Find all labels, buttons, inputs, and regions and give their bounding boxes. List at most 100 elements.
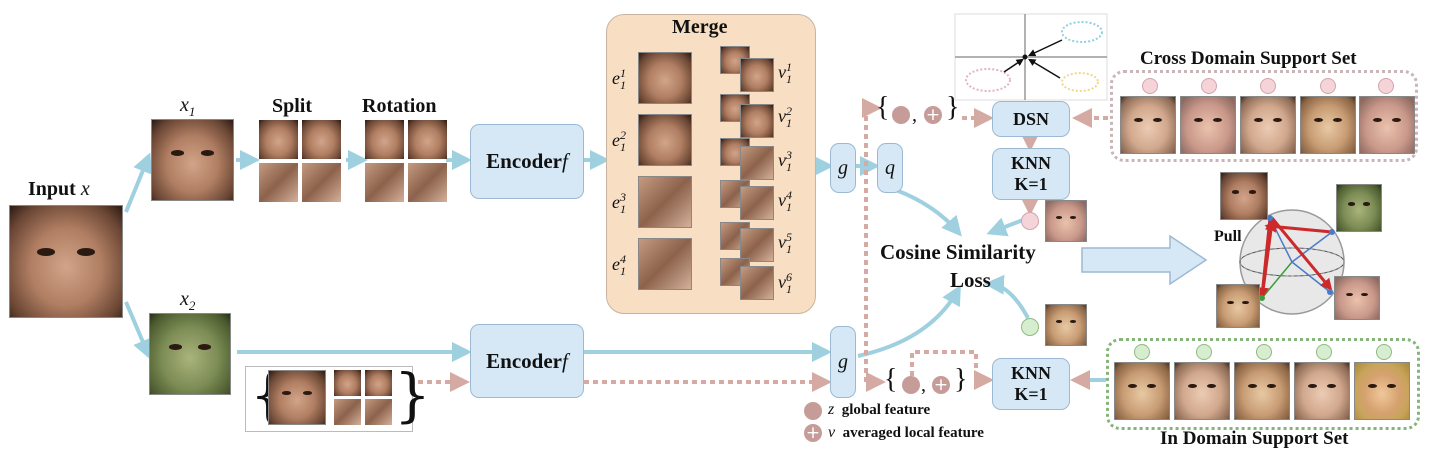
merge-e1-label: e11 — [612, 66, 626, 92]
input-face-image — [9, 205, 123, 318]
feature-set-top-close: } — [946, 92, 960, 123]
cross-dot-1 — [1142, 78, 1158, 94]
merge-v5-patch — [740, 228, 774, 262]
cross-face-2 — [1180, 96, 1236, 154]
merge-v3-label: v31 — [778, 148, 792, 174]
crops-face-1 — [268, 370, 326, 425]
rotation-label: Rotation — [362, 95, 437, 117]
arrow-q-loss — [895, 188, 962, 237]
legend-z-icon — [804, 402, 822, 420]
q-box: q — [877, 143, 903, 193]
feature-set-bottom-v-icon: + — [932, 375, 950, 395]
in-face-4 — [1294, 362, 1350, 420]
merge-v4-label: v41 — [778, 188, 792, 214]
merge-e3-label: e31 — [612, 190, 626, 216]
arrow-input-x1 — [124, 152, 152, 213]
merge-e2-patch — [638, 114, 692, 166]
in-dot-2 — [1196, 344, 1212, 360]
crops-patch-4 — [365, 399, 392, 425]
cross-face-1 — [1120, 96, 1176, 154]
cross-domain-support-set — [1110, 70, 1418, 162]
merge-e4-patch — [638, 238, 692, 290]
nn-face-cross — [1045, 200, 1087, 242]
cross-dot-3 — [1260, 78, 1276, 94]
nn-dot-green — [1021, 318, 1039, 336]
arrow-g-up-branch — [862, 98, 882, 382]
pink-dotted-arrows — [418, 98, 1108, 392]
input-label: Input x — [28, 178, 90, 200]
split-patch-3 — [259, 163, 298, 202]
merge-e2-label: e21 — [612, 128, 626, 154]
merge-e4-label: e41 — [612, 252, 626, 278]
g-box-top: g — [830, 143, 856, 193]
big-arrow-to-sphere — [1081, 234, 1208, 286]
loss-label-line2: Loss — [950, 268, 991, 292]
feature-set-bottom-comma: , — [921, 374, 926, 396]
cross-face-4 — [1300, 96, 1356, 154]
merge-title: Merge — [672, 16, 728, 38]
feature-set-bottom: { — [884, 364, 898, 395]
in-dot-3 — [1256, 344, 1272, 360]
crops-set: { } — [245, 361, 431, 432]
arrow-input-x2 — [124, 301, 152, 360]
merge-v6-patch — [740, 266, 774, 300]
cross-face-3 — [1240, 96, 1296, 154]
sphere-face-positive — [1336, 184, 1382, 232]
dsn-scatter-plot — [954, 13, 1108, 101]
x2-face-image — [149, 313, 231, 395]
in-face-5 — [1354, 362, 1410, 420]
arrow-in-loss — [984, 274, 1030, 319]
sphere-face-cross-nn — [1334, 276, 1380, 320]
g-box-bottom: g — [830, 326, 856, 398]
arrow-g-loss — [857, 284, 961, 358]
rotation-grid — [365, 120, 447, 202]
in-face-2 — [1174, 362, 1230, 420]
cross-face-5 — [1359, 96, 1415, 154]
in-domain-title: In Domain Support Set — [1160, 428, 1349, 449]
nn-dot-pink — [1021, 212, 1039, 230]
in-dot-5 — [1376, 344, 1392, 360]
feature-set-top-comma: , — [912, 104, 917, 126]
split-patch-4 — [302, 163, 341, 202]
cross-domain-title: Cross Domain Support Set — [1140, 48, 1357, 69]
rotation-patch-2 — [408, 120, 447, 159]
merge-e3-patch — [638, 176, 692, 228]
dsn-box: DSN — [992, 101, 1070, 137]
cross-dot-5 — [1378, 78, 1394, 94]
sphere-face-in-nn — [1216, 284, 1260, 328]
merge-v1-patch — [740, 58, 774, 92]
merge-v4-patch — [740, 186, 774, 220]
split-patch-1 — [259, 120, 298, 159]
legend-z: z global feature — [828, 401, 931, 418]
x1-face-image — [151, 119, 234, 201]
split-label: Split — [272, 95, 313, 117]
x2-label: x2 — [180, 288, 196, 313]
crops-grid — [334, 370, 392, 425]
rotation-patch-1 — [365, 120, 404, 159]
rotation-patch-3 — [365, 163, 404, 202]
merge-v2-label: v21 — [778, 104, 792, 130]
arrow-brace-knn — [910, 350, 994, 390]
in-dot-1 — [1134, 344, 1150, 360]
merge-e1-patch — [638, 52, 692, 104]
in-dot-4 — [1316, 344, 1332, 360]
legend-v: v averaged local feature — [828, 424, 984, 441]
crops-patch-1 — [334, 370, 361, 396]
crops-patch-2 — [365, 370, 392, 396]
rotation-patch-4 — [408, 163, 447, 202]
pull-label: Pull — [1214, 228, 1242, 245]
loss-label-line1: Cosine Similarity — [880, 240, 1036, 264]
merge-v1-label: v11 — [778, 60, 792, 86]
feature-set-bottom-close: } — [954, 364, 968, 395]
in-face-1 — [1114, 362, 1170, 420]
in-domain-support-set — [1106, 338, 1420, 430]
feature-set-top-z-icon — [892, 106, 910, 124]
merge-v5-label: v51 — [778, 230, 792, 256]
merge-v3-patch — [740, 146, 774, 180]
merge-v6-label: v61 — [778, 270, 792, 296]
merge-v2-patch — [740, 104, 774, 138]
